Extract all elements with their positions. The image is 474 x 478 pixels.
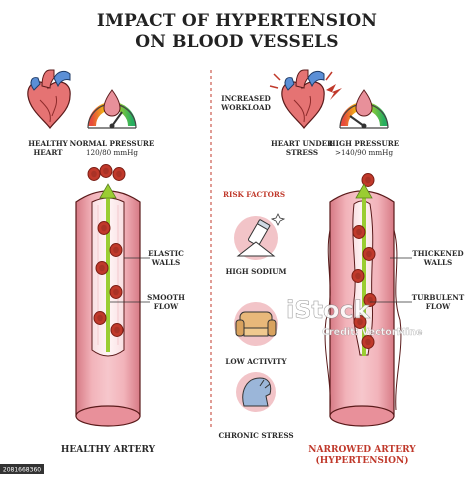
normal-pressure-label: NORMAL PRESSURE	[70, 139, 155, 148]
image-id-badge	[0, 464, 44, 474]
watermark-brand: iStock	[286, 296, 371, 324]
increased-workload-label-1: INCREASED	[221, 94, 271, 103]
elastic-walls-label-2: WALLS	[151, 258, 181, 267]
high-sodium-icon	[234, 213, 286, 260]
high-pressure-value: >140/90 mmHg	[335, 148, 393, 157]
turbulent-flow-label-1: TURBULENT	[412, 293, 465, 302]
low-activity-label: LOW ACTIVITY	[225, 357, 287, 366]
smooth-flow-label-1: SMOOTH	[147, 293, 185, 302]
stressed-heart-label-1: HEART UNDER	[271, 139, 334, 148]
image-id: 2081668360	[3, 467, 41, 474]
watermark-credit: Credit: VectorMine	[322, 327, 422, 338]
normal-pressure-value: 120/80 mmHg	[86, 148, 138, 157]
healthy-heart-label-2: HEART	[33, 148, 63, 157]
thickened-walls-label-2: WALLS	[423, 258, 453, 267]
lightning-icon	[326, 84, 342, 100]
healthy-heart-label-1: HEALTHY	[28, 139, 68, 148]
healthy-artery-illustration	[75, 183, 141, 427]
thickened-walls-label-1: THICKENED	[412, 249, 463, 258]
increased-workload-label-2: WORKLOAD	[220, 103, 271, 112]
narrowed-artery-illustration	[324, 183, 402, 427]
narrowed-artery-caption-2: (HYPERTENSION)	[316, 455, 409, 466]
low-activity-icon	[234, 302, 278, 346]
blood-cells-left-top	[87, 164, 126, 181]
stressed-heart-icon	[269, 69, 333, 129]
chronic-stress-icon	[236, 372, 276, 412]
high-pressure-label: HIGH PRESSURE	[329, 139, 400, 148]
elastic-walls-label-1: ELASTIC	[148, 249, 184, 258]
narrowed-artery-caption-1: NARROWED ARTERY	[308, 445, 416, 455]
healthy-heart-icon	[27, 69, 71, 129]
chronic-stress-label: CHRONIC STRESS	[218, 431, 293, 440]
high-sodium-label: HIGH SODIUM	[226, 267, 287, 276]
title-line-2: ON BLOOD VESSELS	[135, 32, 339, 52]
healthy-artery-caption: HEALTHY ARTERY	[61, 445, 156, 455]
risk-factors-title: RISK FACTORS	[223, 190, 285, 199]
stressed-heart-label-2: STRESS	[286, 148, 318, 157]
normal-pressure-gauge-icon	[88, 90, 136, 129]
title-line-1: IMPACT OF HYPERTENSION	[97, 11, 377, 31]
smooth-flow-label-2: FLOW	[154, 302, 179, 311]
turbulent-flow-label-2: FLOW	[426, 302, 451, 311]
high-pressure-gauge-icon	[340, 90, 388, 129]
